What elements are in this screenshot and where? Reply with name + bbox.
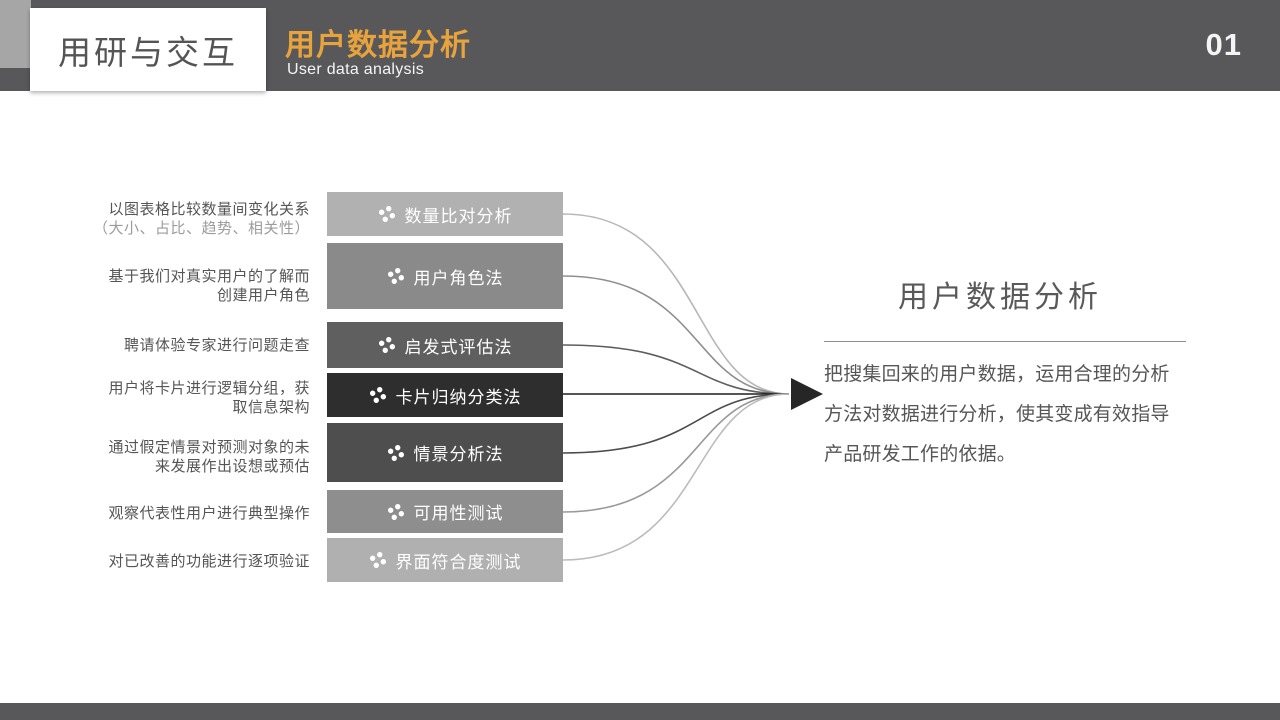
method-description-7: 对已改善的功能进行逐项验证 (10, 552, 310, 571)
page-subtitle: User data analysis (287, 61, 425, 78)
method-box-6: 可用性测试 (327, 490, 563, 533)
logo-box: 用研与交互 (30, 8, 266, 91)
connector-curve-6 (562, 393, 790, 513)
method-box-5: 情景分析法 (327, 423, 563, 482)
four-dots-icon (369, 551, 386, 569)
method-description-1: 以图表格比较数量间变化关系 （大小、占比、趋势、相关性） (10, 200, 310, 238)
four-dots-icon (387, 267, 404, 285)
page-title: 用户数据分析 (285, 29, 471, 62)
method-box-label: 数量比对分析 (404, 206, 513, 226)
method-box-label: 可用性测试 (413, 504, 504, 523)
method-description-line: 创建用户角色 (216, 287, 310, 304)
connector-curve-3 (562, 344, 790, 395)
method-description-line: 来发展作出设想或预估 (154, 458, 310, 475)
method-description-5: 通过假定情景对预测对象的未来发展作出设想或预估 (10, 438, 310, 476)
connector-curve-2 (562, 275, 790, 395)
method-box-3: 启发式评估法 (327, 322, 563, 368)
method-description-2: 基于我们对真实用户的了解而创建用户角色 (10, 267, 310, 305)
method-description-6: 观察代表性用户进行典型操作 (10, 504, 310, 523)
method-description-line: 通过假定情景对预测对象的未 (108, 439, 310, 456)
connector-curve-5 (562, 393, 790, 454)
page-number: 01 (1205, 27, 1242, 62)
method-description-line: 取信息架构 (232, 399, 310, 416)
four-dots-icon (369, 386, 386, 404)
four-dots-icon (387, 503, 404, 520)
method-box-label: 用户角色法 (413, 268, 504, 288)
method-box-label: 卡片归纳分类法 (395, 387, 522, 407)
footer-bar (0, 703, 1280, 720)
right-panel-rule (824, 341, 1186, 342)
method-description-4: 用户将卡片进行逻辑分组，获取信息架构 (10, 379, 310, 417)
method-box-label: 界面符合度测试 (395, 552, 522, 572)
connector-curve-7 (562, 393, 790, 561)
method-box-2: 用户角色法 (327, 243, 563, 309)
four-dots-icon (378, 336, 395, 354)
method-description-line: 基于我们对真实用户的了解而 (108, 268, 310, 285)
right-panel-title: 用户数据分析 (898, 281, 1102, 314)
method-description-line: 对已改善的功能进行逐项验证 (108, 553, 310, 570)
header-left-strip (0, 0, 31, 68)
method-box-label: 情景分析法 (413, 445, 504, 464)
connector-curve-1 (562, 213, 790, 395)
method-description-line: （大小、占比、趋势、相关性） (92, 220, 310, 237)
logo-text: 用研与交互 (58, 33, 238, 71)
method-box-4: 卡片归纳分类法 (327, 373, 563, 417)
method-box-label: 启发式评估法 (404, 337, 513, 357)
four-dots-icon (378, 205, 395, 223)
method-description-3: 聘请体验专家进行问题走查 (10, 336, 310, 355)
method-description-line: 用户将卡片进行逻辑分组，获 (108, 380, 310, 397)
arrow-icon (791, 378, 823, 410)
method-box-1: 数量比对分析 (327, 192, 563, 236)
method-description-line: 观察代表性用户进行典型操作 (108, 505, 310, 522)
method-box-7: 界面符合度测试 (327, 538, 563, 582)
right-panel-body: 把搜集回来的用户数据，运用合理的分析方法对数据进行分析，使其变成有效指导产品研发… (824, 364, 1170, 465)
method-description-line: 聘请体验专家进行问题走查 (123, 337, 310, 354)
four-dots-icon (387, 444, 404, 461)
method-description-line: 以图表格比较数量间变化关系 (108, 201, 310, 218)
